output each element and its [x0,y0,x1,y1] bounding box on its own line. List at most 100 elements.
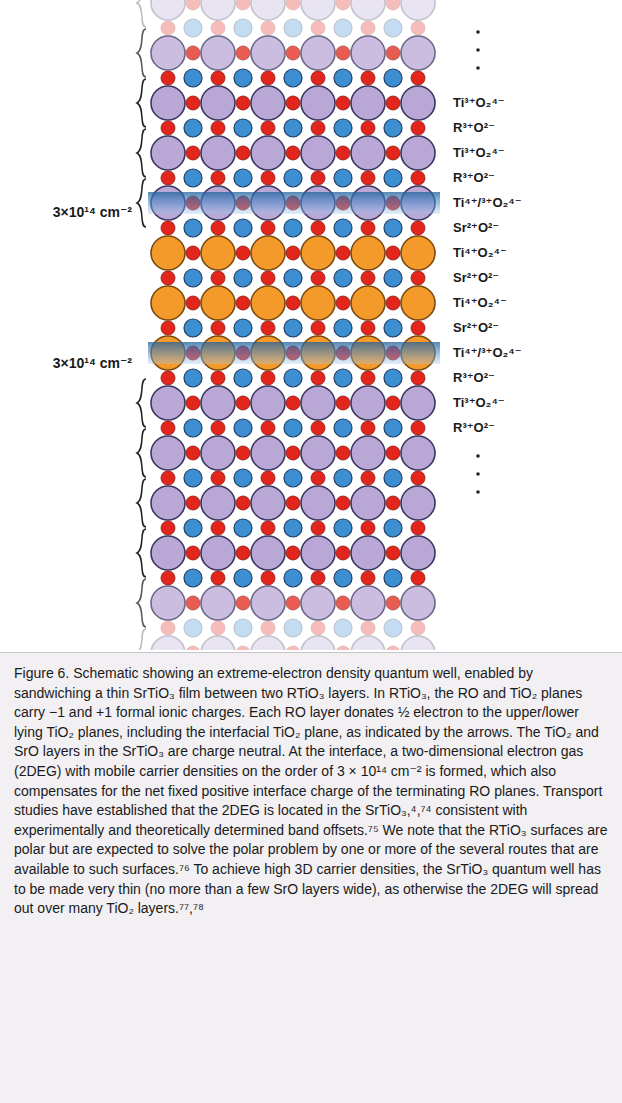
ellipsis-dot [476,454,480,458]
rare-earth-atom [151,386,185,420]
rare-earth-atom [251,136,285,170]
oxygen-atom [236,596,250,610]
oxygen-atom [336,396,350,410]
rare-earth-atom [251,486,285,520]
layer-formula: R³⁺O²⁻ [453,420,495,436]
transfer-brace [137,629,146,650]
titanium-atom [284,569,302,587]
atomic-layer [151,536,435,570]
titanium-atom [284,519,302,537]
carrier-density: 3×10¹⁴ cm⁻² [53,204,132,220]
rare-earth-atom [401,636,435,650]
titanium-atom [334,269,352,287]
oxygen-atom [186,396,200,410]
titanium-atom [184,569,202,587]
rare-earth-atom [351,136,385,170]
oxygen-atom [286,296,300,310]
oxygen-atom [186,0,200,10]
rare-earth-atom [351,486,385,520]
oxygen-atom [261,71,275,85]
oxygen-atom [361,221,375,235]
rare-earth-atom [401,536,435,570]
rare-earth-atom [351,386,385,420]
oxygen-atom [411,471,425,485]
strontium-atom [301,286,335,320]
oxygen-atom [361,421,375,435]
rare-earth-atom [301,136,335,170]
carrier-density: 3×10¹⁴ cm⁻² [53,355,132,371]
oxygen-atom [336,496,350,510]
atomic-layer [161,169,425,187]
rare-earth-atom [201,36,235,70]
oxygen-atom [361,571,375,585]
oxygen-atom [161,421,175,435]
oxygen-atom [211,171,225,185]
titanium-atom [234,469,252,487]
titanium-atom [384,519,402,537]
ellipsis-dot [476,48,480,52]
rare-earth-atom [301,86,335,120]
titanium-atom [384,319,402,337]
strontium-atom [301,236,335,270]
layer-formula: R³⁺O²⁻ [453,170,495,186]
titanium-atom [384,269,402,287]
rare-earth-atom [301,386,335,420]
layer-formula: Ti³⁺O₂⁴⁻ [453,95,505,111]
titanium-atom [234,369,252,387]
rare-earth-atom [401,486,435,520]
rare-earth-atom [251,36,285,70]
oxygen-atom [336,446,350,460]
titanium-atom [184,319,202,337]
titanium-atom [384,19,402,37]
layer-formula: Ti⁴⁺/³⁺O₂⁴⁻ [453,345,522,361]
oxygen-atom [361,21,375,35]
oxygen-atom [311,421,325,435]
oxygen-atom [311,371,325,385]
lattice-illustration [0,0,622,650]
titanium-atom [184,369,202,387]
transfer-brace [137,479,146,527]
strontium-atom [401,236,435,270]
oxygen-atom [386,96,400,110]
titanium-atom [384,219,402,237]
transfer-brace [137,0,146,27]
oxygen-atom [211,221,225,235]
oxygen-atom [336,596,350,610]
titanium-atom [184,619,202,637]
titanium-atom [234,269,252,287]
oxygen-atom [411,621,425,635]
oxygen-atom [311,221,325,235]
titanium-atom [234,569,252,587]
oxygen-atom [211,421,225,435]
oxygen-atom [261,471,275,485]
titanium-atom [234,519,252,537]
strontium-atom [351,236,385,270]
figure-caption: Figure 6. Schematic showing an extreme-e… [14,664,608,919]
oxygen-atom [236,396,250,410]
transfer-brace [137,379,146,427]
oxygen-atom [411,371,425,385]
ellipsis-dot [476,472,480,476]
oxygen-atom [336,246,350,260]
titanium-atom [284,419,302,437]
titanium-atom [234,69,252,87]
oxygen-atom [211,621,225,635]
oxygen-atom [236,546,250,560]
rare-earth-atom [301,536,335,570]
rare-earth-atom [351,536,385,570]
titanium-atom [184,419,202,437]
strontium-atom [201,236,235,270]
rare-earth-atom [201,136,235,170]
oxygen-atom [286,46,300,60]
oxygen-atom [361,121,375,135]
strontium-atom [351,286,385,320]
rare-earth-atom [251,86,285,120]
titanium-atom [384,469,402,487]
rare-earth-atom [251,436,285,470]
layer-formula: Sr²⁺O²⁻ [453,220,499,236]
titanium-atom [234,319,252,337]
oxygen-atom [186,646,200,650]
oxygen-atom [386,496,400,510]
oxygen-atom [386,546,400,560]
rare-earth-atom [201,86,235,120]
